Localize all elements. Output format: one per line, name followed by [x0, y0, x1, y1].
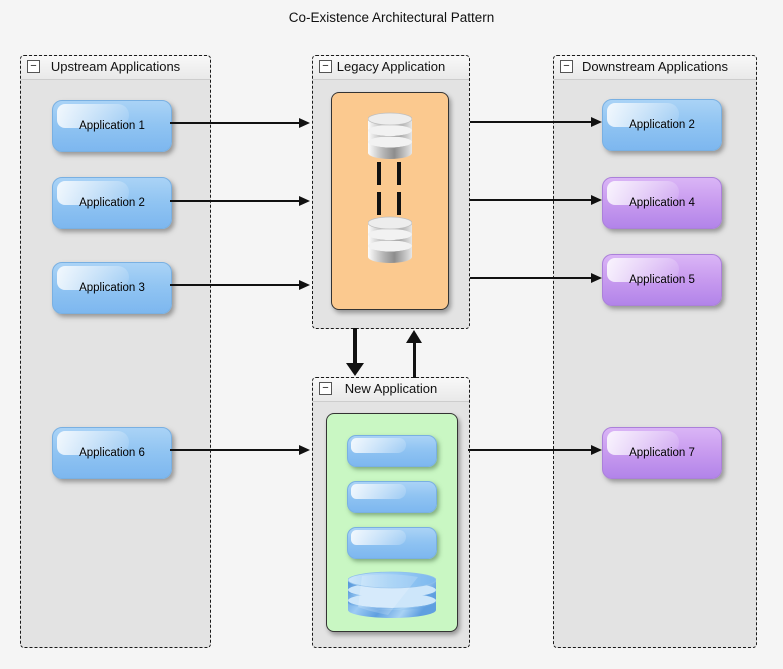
arrow-head: [299, 196, 310, 206]
node-application-6[interactable]: Application 6: [52, 427, 172, 479]
edge-app1-to-legacy[interactable]: [170, 122, 300, 124]
node-application-2-downstream[interactable]: Application 2: [602, 99, 722, 151]
node-application-3[interactable]: Application 3: [52, 262, 172, 314]
group-downstream-header: − Downstream Applications: [554, 56, 756, 80]
node-label: Application 2: [79, 197, 145, 209]
node-label: Application 2: [629, 119, 695, 131]
legacy-link-dash: [377, 162, 381, 185]
legacy-link-dash: [397, 162, 401, 185]
database-gray-icon: [368, 112, 412, 159]
edge-legacy-to-app2[interactable]: [470, 121, 592, 123]
arrow-head: [299, 445, 310, 455]
node-label: Application 3: [79, 282, 145, 294]
node-application-2-upstream[interactable]: Application 2: [52, 177, 172, 229]
collapse-icon[interactable]: −: [319, 382, 332, 395]
edge-new-to-app7[interactable]: [468, 449, 592, 451]
node-label: Application 7: [629, 447, 695, 459]
arrow-head: [591, 273, 602, 283]
group-upstream-applications[interactable]: − Upstream Applications: [20, 55, 211, 648]
collapse-icon[interactable]: −: [319, 60, 332, 73]
node-application-1[interactable]: Application 1: [52, 100, 172, 152]
database-blue-icon: [348, 571, 436, 618]
node-label: Application 1: [79, 120, 145, 132]
group-downstream-label: Downstream Applications: [582, 59, 728, 74]
arrow-head: [591, 117, 602, 127]
legacy-link-dash: [377, 192, 381, 215]
group-legacy-header: − Legacy Application: [313, 56, 469, 80]
edge-legacy-to-app4[interactable]: [470, 199, 592, 201]
arrow-head: [299, 118, 310, 128]
node-label: Application 4: [629, 197, 695, 209]
edge-legacy-to-app5[interactable]: [470, 277, 592, 279]
legacy-link-dash: [397, 192, 401, 215]
node-application-5[interactable]: Application 5: [602, 254, 722, 306]
arrow-head: [591, 195, 602, 205]
module-bar: [347, 481, 437, 513]
node-application-7[interactable]: Application 7: [602, 427, 722, 479]
group-new-label: New Application: [344, 381, 438, 396]
node-label: Application 6: [79, 447, 145, 459]
database-gray-icon: [368, 216, 412, 263]
node-application-4[interactable]: Application 4: [602, 177, 722, 229]
group-new-header: − New Application: [313, 378, 469, 402]
group-legacy-label: Legacy Application: [336, 59, 446, 74]
group-upstream-label: Upstream Applications: [50, 59, 181, 74]
node-label: Application 5: [629, 274, 695, 286]
module-bar: [347, 527, 437, 559]
group-upstream-header: − Upstream Applications: [21, 56, 210, 80]
edge-app6-to-new[interactable]: [170, 449, 300, 451]
group-downstream-applications[interactable]: − Downstream Applications: [553, 55, 757, 648]
arrow-head: [591, 445, 602, 455]
edge-legacy-to-new[interactable]: [353, 328, 357, 365]
arrow-head: [406, 330, 422, 343]
diagram-title: Co-Existence Architectural Pattern: [288, 10, 495, 25]
edge-app2-to-legacy[interactable]: [170, 200, 300, 202]
module-bar: [347, 435, 437, 467]
arrow-head: [299, 280, 310, 290]
edge-new-to-legacy[interactable]: [413, 342, 416, 378]
collapse-icon[interactable]: −: [560, 60, 573, 73]
collapse-icon[interactable]: −: [27, 60, 40, 73]
edge-app3-to-legacy[interactable]: [170, 284, 300, 286]
arrow-head: [346, 363, 364, 376]
